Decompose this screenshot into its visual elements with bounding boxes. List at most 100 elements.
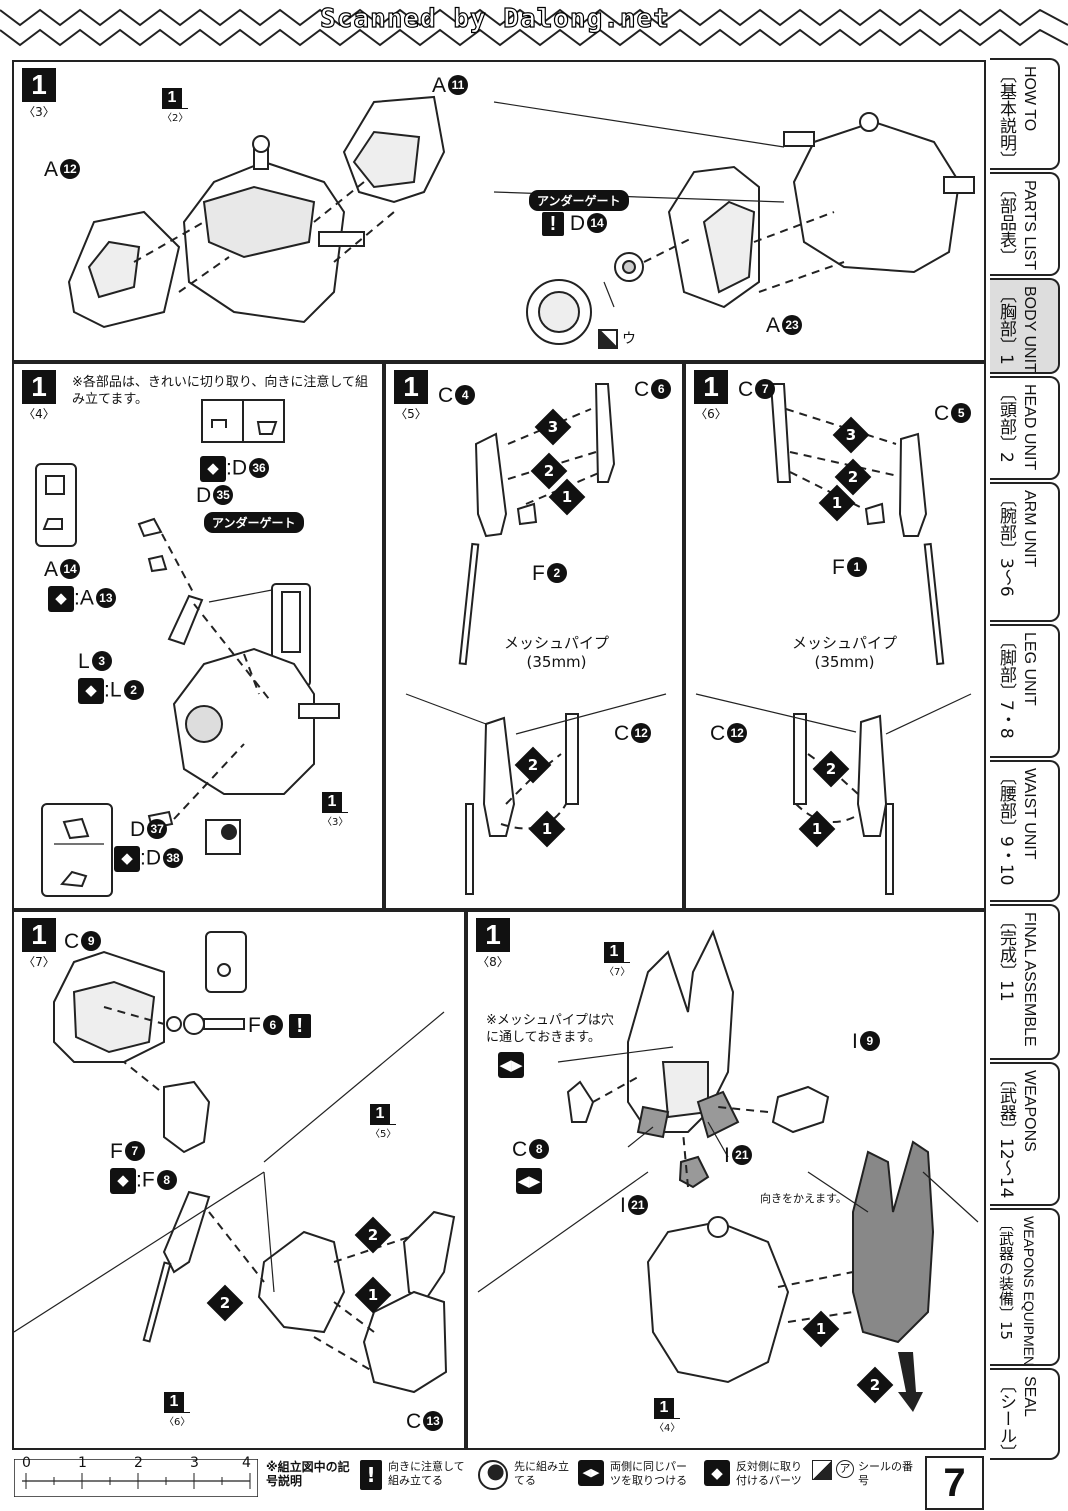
order-badge-1: 1: [548, 478, 586, 516]
legend-title: ※組立図中の記号説明: [266, 1460, 350, 1488]
mesh-pipe-label: メッシュパイプ(35mm): [504, 634, 610, 671]
ruler-mark-4: 4: [242, 1455, 251, 1471]
shoulder-assembly-illustration: [35, 399, 340, 897]
legend-opposite-side: ◆ 反対側に取り付けるパーツ: [704, 1460, 809, 1494]
order-badge-1b: 1: [798, 810, 836, 848]
top-zigzag-border: [0, 0, 1068, 60]
caution-icon: !: [542, 212, 564, 236]
opposite-side-icon: ◆: [48, 586, 74, 612]
order-badge-3: 3: [832, 416, 870, 454]
opposite-side-icon: ◆: [704, 1460, 730, 1486]
under-gate-tag: アンダーゲート: [529, 190, 629, 211]
scan-watermark: Scanned by Dalong.net: [320, 3, 670, 34]
ruler-mark-1: 1: [78, 1455, 87, 1471]
tab-how-to[interactable]: 〔基本説明〕HOW TO: [990, 58, 1060, 170]
head-assembly-illustration: [67, 95, 975, 349]
legend-same-parts: ◀▶ 両側に同じパーツを取りつける: [578, 1460, 693, 1494]
panel-step-1-4: 1 〈4〉 ※各部品は、きれいに切り取り、向きに注意して組み立てます。: [12, 362, 384, 910]
same-parts-both-sides-icon: ◀▶: [498, 1052, 524, 1078]
tab-seal[interactable]: 〔シール〕SEAL: [990, 1368, 1060, 1460]
order-badge-1: 1: [818, 484, 856, 522]
order-badge-2: 2: [856, 1366, 894, 1404]
same-parts-both-sides-icon: ◀▶: [516, 1168, 542, 1194]
mesh-pipe-note: ※メッシュパイプは穴に通しておきます。: [486, 1013, 614, 1045]
ruler-mark-2: 2: [134, 1455, 143, 1471]
panel-step-1-8: 1 〈8〉 ※メッシュパイプは穴に通しておきます。 ◀▶: [466, 910, 986, 1450]
right-binder-illustration: [695, 383, 972, 895]
step-marker: 1 〈4〉: [22, 370, 56, 421]
turn-around-note: 向きをかえます。: [760, 1192, 847, 1205]
legend-assemble-first: 先に組み立てる: [478, 1460, 578, 1494]
step-marker: 1 〈6〉: [694, 370, 728, 421]
legend-seal-number: ア シールの番号: [812, 1460, 920, 1494]
ref-step-1-7: 1 〈7〉: [604, 942, 631, 978]
ref-step-1-3: 1 〈3〉: [322, 792, 349, 828]
step-marker: 1 〈8〉: [476, 918, 510, 969]
order-badge-1b: 1: [528, 810, 566, 848]
ruler-mark-3: 3: [190, 1455, 199, 1471]
body-binder-illustration: [477, 929, 979, 1412]
order-badge-1: 1: [354, 1276, 392, 1314]
under-gate-tag: アンダーゲート: [204, 512, 304, 533]
seal-label-u: ウ: [622, 330, 636, 346]
ref-step-1-4: 1 〈4〉: [654, 1398, 681, 1434]
legend-caution: ! 向きに注意して組み立てる: [360, 1460, 470, 1494]
page-number: 7: [925, 1456, 984, 1510]
caution-icon: !: [288, 1014, 311, 1038]
step-marker: 1 〈3〉: [22, 68, 56, 119]
order-badge-2b: 2: [514, 746, 552, 784]
caution-icon: !: [360, 1460, 382, 1490]
ruler-mark-0: 0: [22, 1455, 31, 1471]
order-badge-2: 2: [354, 1216, 392, 1254]
order-badge-2b: 2: [812, 750, 850, 788]
panel-step-1-3: 1 〈3〉: [12, 60, 986, 362]
tab-parts-list[interactable]: 〔部品表〕PARTS LIST: [990, 172, 1060, 276]
ref-step-1-6: 1 〈6〉: [164, 1392, 191, 1428]
step-marker: 1 〈7〉: [22, 918, 56, 969]
order-badge-1: 1: [802, 1310, 840, 1348]
back-binder-illustration: [14, 931, 456, 1394]
opposite-side-icon: ◆: [200, 456, 226, 482]
ref-step-1-2: 1 〈2〉: [162, 88, 189, 124]
seal-mark: ア: [836, 1460, 854, 1478]
